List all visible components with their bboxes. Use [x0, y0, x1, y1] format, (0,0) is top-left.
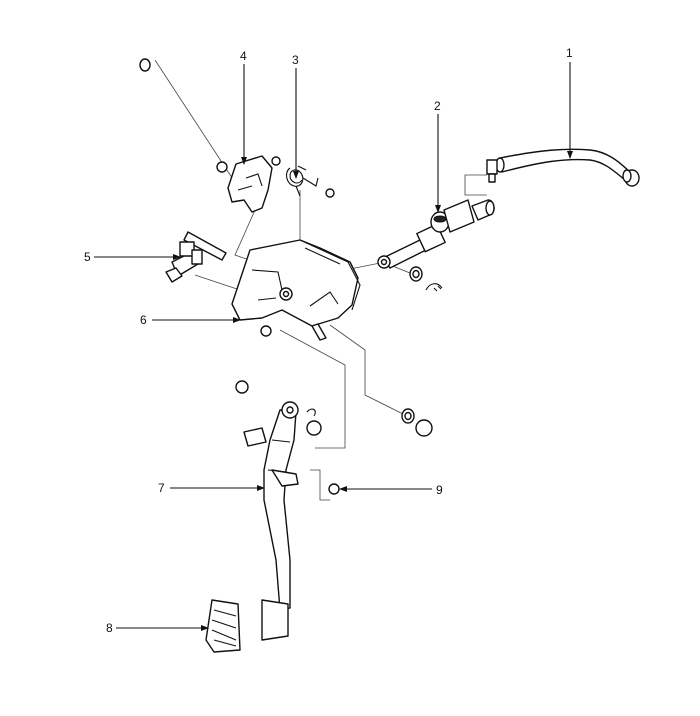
callout-5: 5 [84, 250, 91, 264]
clutch-master-cylinder [377, 199, 495, 292]
pedal-stopper [328, 483, 340, 495]
callout-2: 2 [434, 99, 441, 113]
switch-bracket [139, 58, 281, 213]
callout-leaders [94, 62, 573, 631]
callout-7: 7 [158, 481, 165, 495]
callout-8: 8 [106, 621, 113, 635]
return-spring [285, 165, 335, 198]
callout-1: 1 [566, 46, 573, 60]
callout-9: 9 [436, 483, 443, 497]
clutch-hose [486, 148, 640, 187]
callout-6: 6 [140, 313, 147, 327]
pedal-bracket [231, 239, 361, 341]
pedal-pad [205, 599, 289, 653]
callout-4: 4 [240, 49, 247, 63]
callout-labels: 1 2 3 4 5 6 7 8 9 [84, 46, 573, 635]
clutch-pedal-arm [235, 380, 433, 611]
clutch-switch [165, 231, 227, 283]
callout-3: 3 [292, 53, 299, 67]
